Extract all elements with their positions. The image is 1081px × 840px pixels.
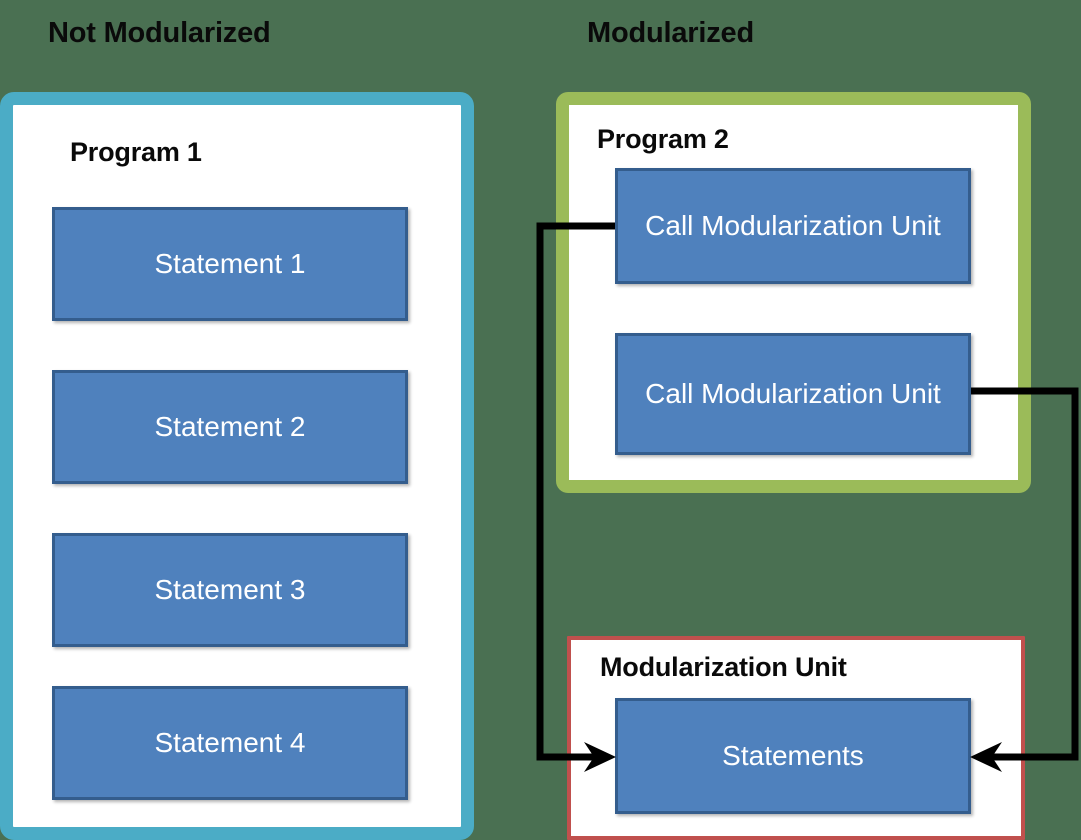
heading-modularized: Modularized: [587, 17, 754, 49]
program2-label: Program 2: [597, 124, 729, 154]
heading-not-modularized: Not Modularized: [48, 17, 271, 49]
statement-box-4[interactable]: Statement 4: [52, 686, 408, 800]
modularization-unit-label: Modularization Unit: [600, 652, 847, 682]
call-modularization-unit-box-2[interactable]: Call Modularization Unit: [615, 333, 971, 455]
statements-box[interactable]: Statements: [615, 698, 971, 814]
program1-label: Program 1: [70, 137, 202, 167]
statement-box-1[interactable]: Statement 1: [52, 207, 408, 321]
statement-box-2[interactable]: Statement 2: [52, 370, 408, 484]
call-modularization-unit-box-1[interactable]: Call Modularization Unit: [615, 168, 971, 284]
statement-box-3[interactable]: Statement 3: [52, 533, 408, 647]
